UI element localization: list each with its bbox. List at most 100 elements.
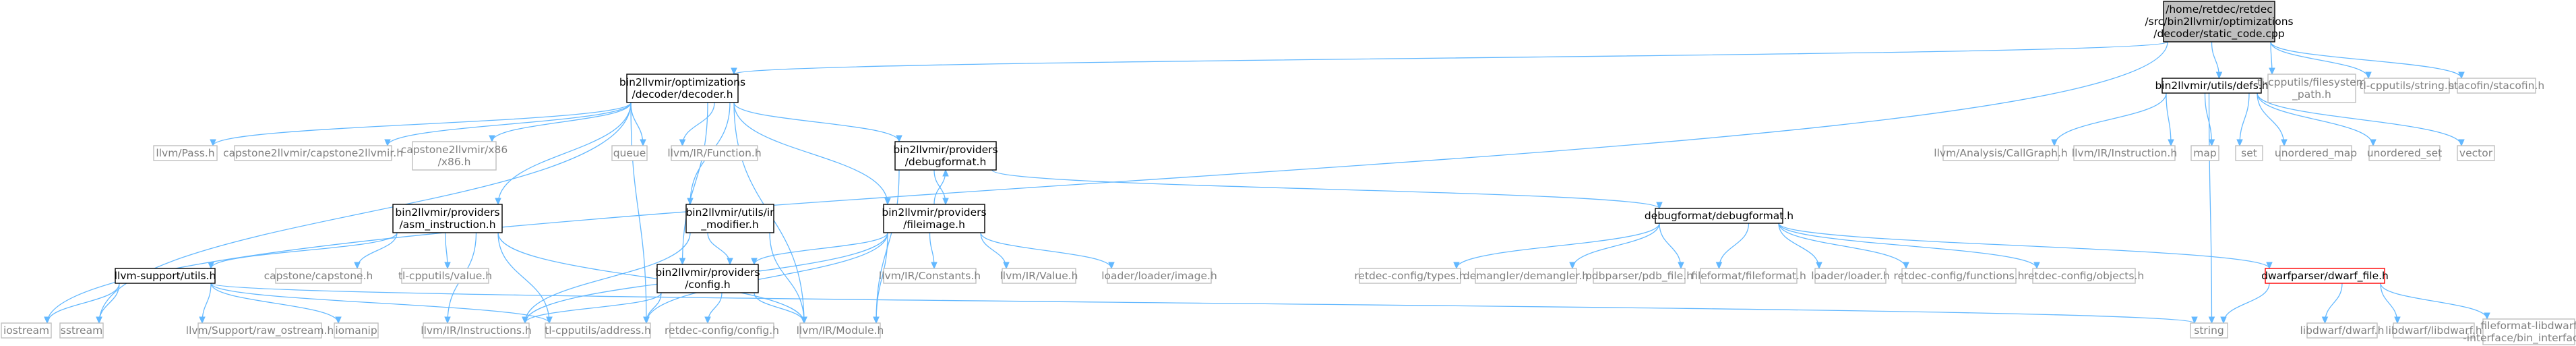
node-label: /src/bin2llvmir/optimizations: [2145, 16, 2293, 28]
edge-config-h-to-config-cfg: [704, 292, 723, 324]
edge-line: [47, 41, 2168, 324]
node-label: _modifier.h: [700, 219, 758, 231]
node-box: [2163, 1, 2275, 42]
edge-line: [1778, 223, 1820, 269]
node-box: [1359, 268, 1461, 284]
node-bin-interface: fileformat-libdwarf-interface/bin_interf…: [2463, 318, 2576, 345]
node-box: [2393, 322, 2475, 339]
edge-arrowhead: [2484, 312, 2490, 320]
node-box: [799, 322, 881, 339]
node-value-h-llvm: llvm/IR/Value.h: [1000, 268, 1078, 284]
node-label: bin2llvmir/utils/ir: [685, 206, 774, 219]
edge-line: [497, 102, 632, 205]
edge-arrowhead: [44, 316, 51, 324]
edge-arrowhead: [2394, 316, 2401, 324]
node-demangler: demangler/demangler.h: [1463, 268, 1589, 284]
node-label: loader/loader/image.h: [1101, 270, 1217, 282]
edge-decoder-to-config-h: [679, 102, 708, 266]
edge-line: [2380, 283, 2488, 320]
edge-line: [2270, 41, 2369, 79]
node-label: bin2llvmir/providers: [882, 206, 986, 219]
node-box: [115, 268, 216, 284]
node-label: iostream: [3, 324, 49, 337]
node-label: pdbparser/pdb_file.h: [1585, 270, 1693, 283]
edge-arrowhead: [1453, 262, 1460, 270]
edge-arrowhead: [2208, 316, 2215, 324]
node-functions-h: retdec-config/functions.h: [1894, 268, 2024, 284]
edge-dwarf-file-to-string: [2220, 283, 2270, 324]
node-box: [59, 322, 104, 339]
edge-arrowhead: [751, 258, 758, 266]
edge-line: [733, 41, 2168, 75]
node-label: retdec-config/config.h: [665, 324, 779, 337]
node-label: bin2llvmir/providers: [655, 266, 760, 279]
edge-debugformat-df-to-demangler: [1569, 223, 1660, 270]
node-label: stacofin/stacofin.h: [2449, 80, 2544, 92]
node-decoder[interactable]: bin2llvmir/optimizations/decoder/decoder…: [619, 74, 745, 103]
edge-arrowhead: [679, 258, 686, 266]
edge-decoder-to-queue: [630, 102, 646, 147]
node-ir-modifier[interactable]: bin2llvmir/utils/ir_modifier.h: [685, 204, 774, 233]
node-box: [2235, 145, 2263, 161]
edge-arrowhead: [1108, 262, 1115, 270]
node-box: [1700, 268, 1798, 284]
node-box: [1901, 268, 2017, 284]
node-fileimage[interactable]: bin2llvmir/providers/fileimage.h: [882, 204, 987, 233]
node-fs-path: tl-cpputils/filesystem_path.h: [2257, 74, 2366, 103]
edge-arrowhead: [2215, 71, 2223, 80]
node-config-h[interactable]: bin2llvmir/providers/config.h: [655, 264, 760, 293]
node-label: bin2llvmir/utils/defs.h: [2155, 80, 2268, 92]
edge-line: [2270, 41, 2462, 79]
edge-llvm-support-utils-to-sstream: [96, 283, 120, 324]
node-dwarf-file[interactable]: dwarfparser/dwarf_file.h: [2261, 268, 2389, 284]
node-debugformat-df[interactable]: debugformat/debugformat.h: [1645, 208, 1793, 224]
node-label: string: [2194, 324, 2224, 337]
edge-line: [681, 102, 708, 265]
node-debugformat-prov[interactable]: bin2llvmir/providers/debugformat.h: [893, 141, 998, 171]
edge-line: [497, 232, 805, 324]
node-label: capstone/capstone.h: [264, 270, 373, 282]
edge-debugformat-df-to-fileformat: [1715, 223, 1750, 270]
edge-line: [2054, 92, 2167, 146]
node-config-cfg: retdec-config/config.h: [665, 322, 779, 339]
edge-asm-instruction-to-address-h: [497, 232, 553, 324]
edge-ir-modifier-to-config-h: [707, 232, 733, 266]
node-label: retdec-config/objects.h: [2024, 270, 2144, 282]
node-address-h: tl-cpputils/address.h: [545, 322, 651, 339]
node-label: libdwarf/dwarf.h: [2300, 324, 2385, 337]
node-llvm-support-utils[interactable]: llvm-support/utils.h: [115, 268, 216, 284]
edge-arrowhead: [727, 258, 733, 266]
node-box: [2279, 145, 2352, 161]
edge-arrowhead: [546, 316, 553, 324]
node-defs[interactable]: bin2llvmir/utils/defs.h: [2155, 78, 2269, 94]
node-libdwarf-dwarf: libdwarf/dwarf.h: [2300, 322, 2385, 339]
node-label: bin2llvmir/providers: [893, 144, 998, 156]
edge-decoder-to-debugformat-prov: [733, 102, 902, 143]
node-sstream: sstream: [59, 322, 104, 339]
node-box: [2457, 78, 2536, 94]
node-label: llvm/IR/Module.h: [797, 324, 884, 337]
edge-defs-to-set: [2236, 92, 2250, 147]
node-asm-instruction[interactable]: bin2llvmir/providers/asm_instruction.h: [392, 204, 503, 233]
edge-decoder-to-pass: [210, 102, 632, 147]
node-pass: llvm/Pass.h: [153, 145, 218, 161]
node-label: unordered_set: [2367, 147, 2442, 160]
edge-line: [733, 102, 900, 142]
edge-root-to-stacofin: [2270, 41, 2465, 80]
node-instruction-h: llvm/IR/Instruction.h: [2072, 145, 2177, 161]
node-label: llvm/IR/Constants.h: [879, 270, 981, 282]
edge-dwarf-file-to-bin-interface: [2380, 283, 2490, 320]
edge-arrowhead: [335, 316, 342, 324]
node-label: llvm/IR/Instruction.h: [2072, 147, 2177, 159]
edge-line: [98, 102, 632, 324]
edge-arrowhead: [210, 139, 216, 147]
edge-arrowhead: [1715, 262, 1723, 270]
edge-line: [2239, 92, 2250, 146]
edge-asm-instruction-to-capstone-h: [354, 232, 398, 270]
edge-decoder-to-address-h: [630, 102, 650, 324]
node-stacofin: stacofin/stacofin.h: [2449, 78, 2544, 94]
node-label: -interface/bin_interface.h: [2463, 332, 2576, 345]
node-label: /decoder/static_code.cpp: [2153, 28, 2284, 40]
node-box: [2457, 145, 2495, 161]
